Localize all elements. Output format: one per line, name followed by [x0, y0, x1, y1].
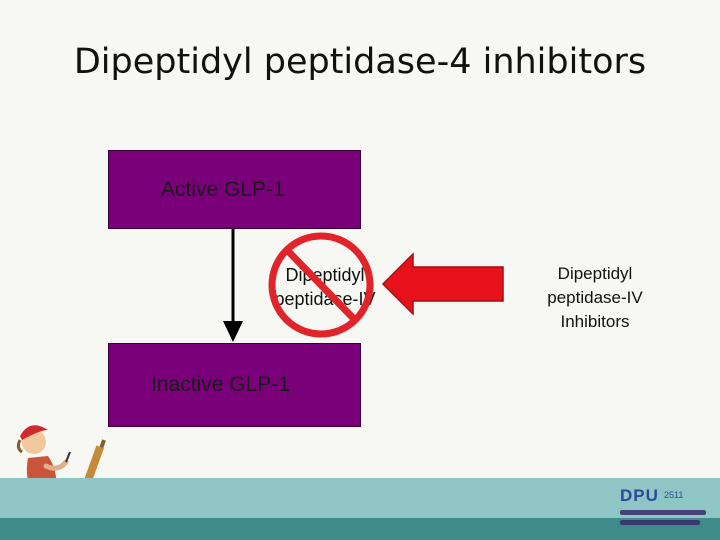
slide-title: Dipeptidyl peptidase-4 inhibitors: [73, 42, 647, 82]
inhibitor-label: Dipeptidyl peptidase-IV Inhibitors: [525, 262, 665, 334]
inhibitor-label-line2: peptidase-IV: [547, 288, 643, 307]
active-glp1-box: Active GLP-1: [108, 150, 361, 229]
logo-thai-script-icon: [620, 510, 706, 525]
inactive-glp1-box: Inactive GLP-1: [108, 343, 361, 427]
inhibitor-label-line3: Inhibitors: [560, 312, 630, 331]
enzyme-label-line2: peptidase-IV: [274, 289, 376, 309]
inhibitor-label-line1: Dipeptidyl: [557, 264, 633, 283]
inhibitor-arrow-icon: [381, 252, 504, 316]
footer-bottom-strip: [0, 518, 720, 540]
prohibition-sign-icon: [268, 232, 374, 338]
logo-dpu-text: DPU: [620, 486, 659, 505]
university-logo: DPU 2511: [614, 486, 714, 536]
conversion-arrow: [223, 229, 243, 342]
footer-band: [0, 478, 720, 518]
active-glp1-label: Active GLP-1: [161, 178, 285, 201]
inactive-glp1-label: Inactive GLP-1: [151, 373, 290, 396]
logo-year-text: 2511: [664, 490, 684, 500]
